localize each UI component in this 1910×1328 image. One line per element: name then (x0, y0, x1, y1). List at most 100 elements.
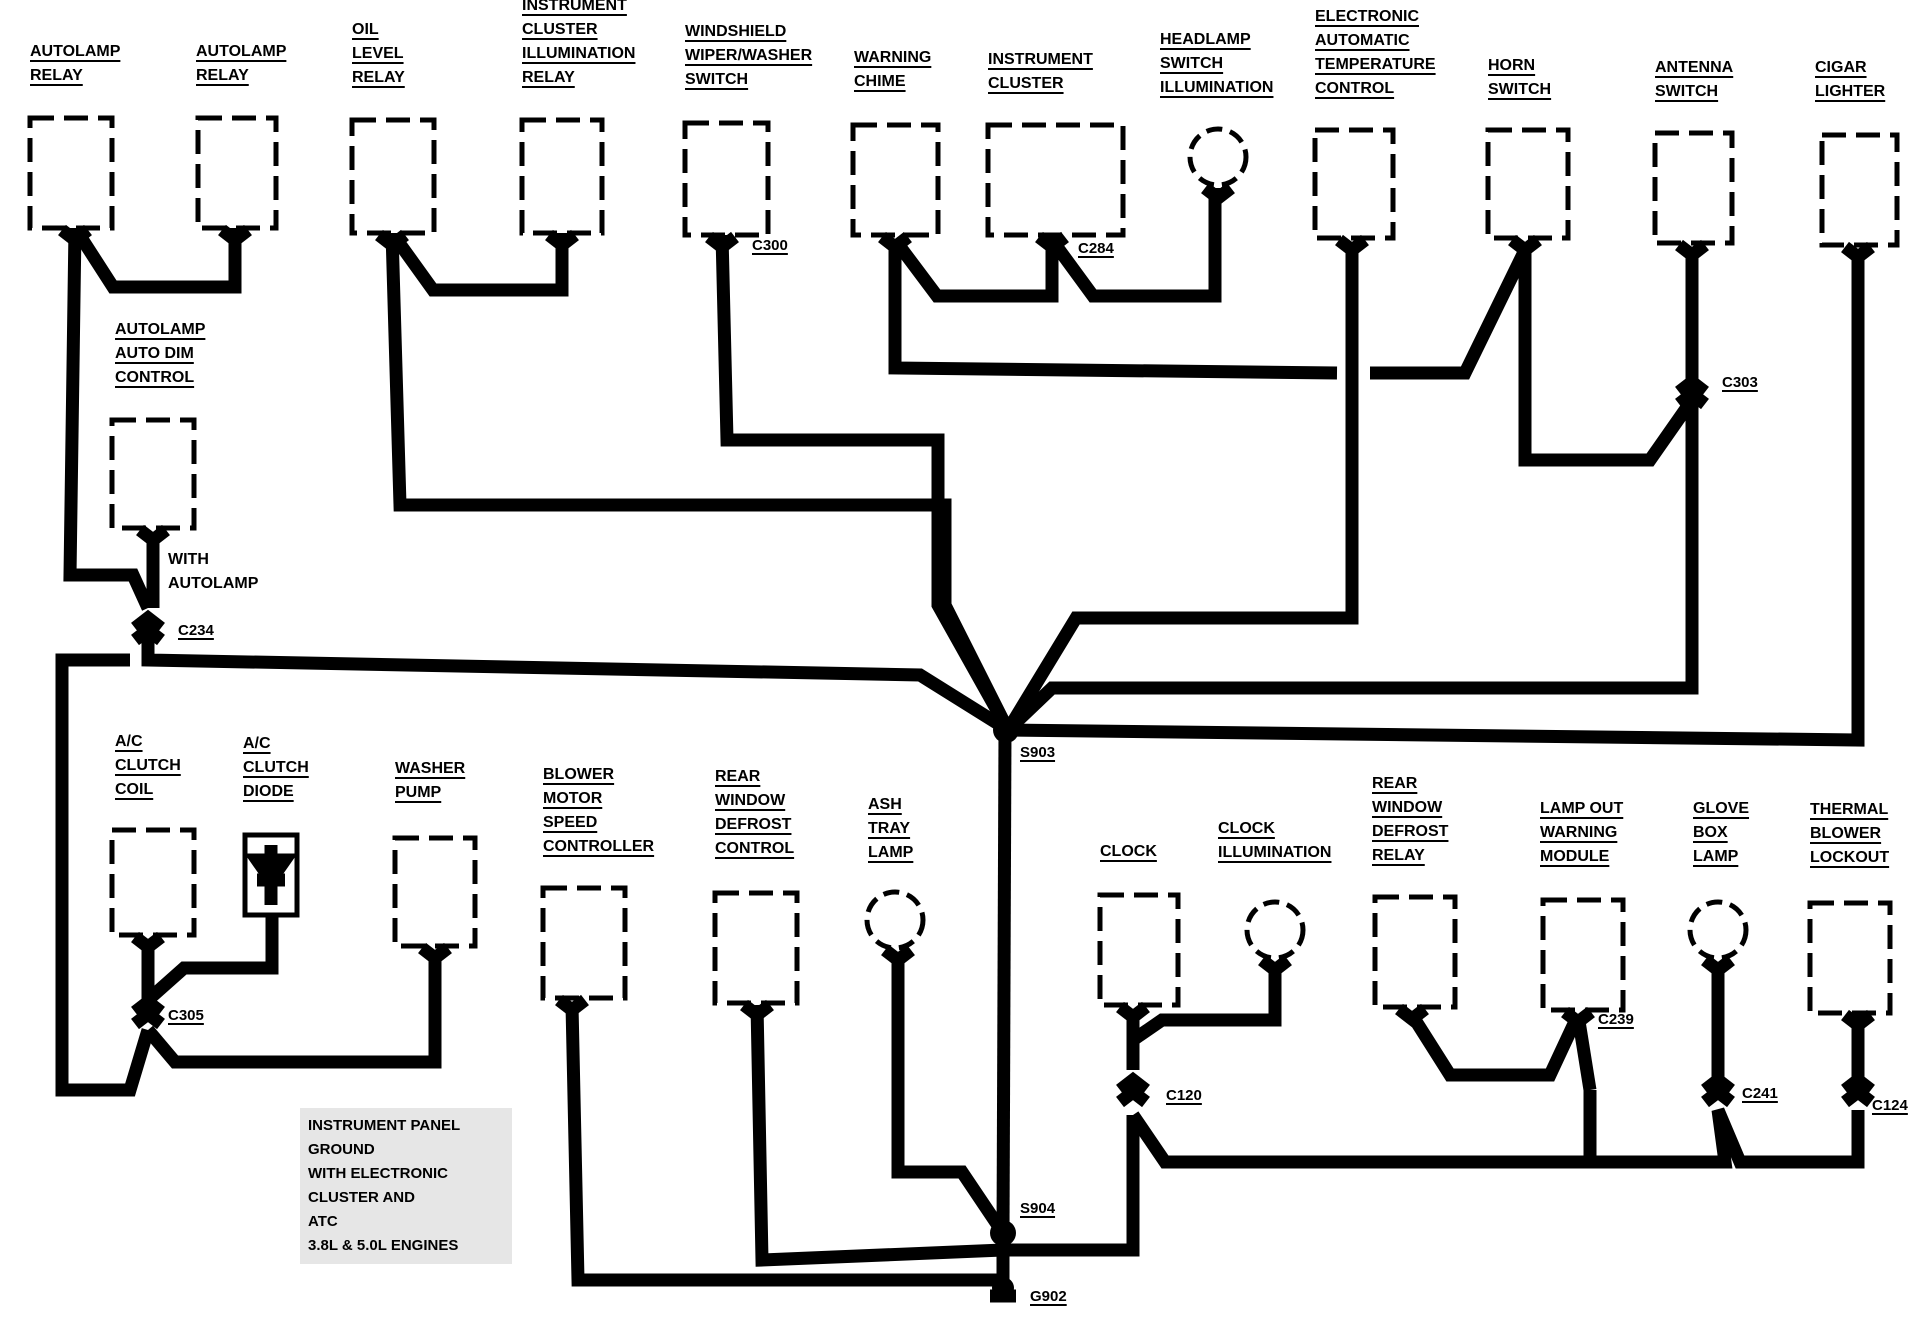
connector-label-c239: C239 (1598, 1011, 1634, 1028)
component-box-washer-pump (392, 835, 478, 949)
connector-c305-symbol (131, 993, 165, 1030)
component-box-thermal-lockout (1807, 900, 1893, 1016)
label-clock: CLOCK (1100, 843, 1157, 860)
component-box-autolamp-relay-1 (27, 115, 115, 231)
wire-diode-to-c305 (143, 910, 279, 1005)
pin-warning-chime (878, 231, 912, 256)
connector-c234-symbol (131, 609, 165, 646)
wire-left-bus (55, 653, 155, 1097)
wire-chime-to-horn (888, 240, 1338, 380)
wire-antenna-to-s903 (1003, 250, 1699, 735)
pin-ac-clutch-coil (131, 931, 165, 956)
wire-s903-to-s904 (996, 729, 1012, 1234)
connector-label-c234: C234 (178, 622, 214, 639)
connector-label-c124: C124 (1872, 1097, 1908, 1114)
connector-label-c284: C284 (1078, 240, 1114, 257)
pin-eatc (1335, 234, 1369, 259)
wire-c234-to-s903 (141, 638, 1012, 736)
component-box-instrument-cluster (985, 122, 1126, 238)
label-blower-controller: BLOWER MOTOR SPEED CONTROLLER (543, 766, 655, 855)
wire-autolamp-relay-down (63, 227, 154, 611)
label-ac-clutch-diode: A/C CLUTCH DIODE (243, 735, 309, 800)
component-box-eatc (1312, 127, 1396, 241)
pin-clock (1116, 1001, 1150, 1026)
component-box-auto-dim-control (109, 417, 197, 531)
wire-autolamp-relays-bridge (69, 224, 242, 294)
connector-c303-symbol (1675, 373, 1709, 410)
label-instrument-cluster: INSTRUMENT CLUSTER (988, 51, 1093, 92)
pin-washer-pump (418, 942, 452, 967)
pin-horn-switch (1508, 234, 1542, 259)
label-ash-tray-lamp: ASH TRAY LAMP (868, 796, 914, 861)
component-box-blower-controller (540, 885, 628, 1001)
pin-blower-controller (555, 994, 589, 1019)
component-circle-headlamp-illum (1187, 126, 1249, 188)
component-box-horn-switch (1485, 127, 1571, 241)
ground-label-g902: G902 (1030, 1288, 1067, 1305)
label-washer-pump: WASHER PUMP (395, 760, 466, 801)
pin-autolamp-relay-2 (218, 224, 252, 249)
splice-s903-dot (993, 717, 1019, 743)
label-antenna-switch: ANTENNA SWITCH (1655, 59, 1734, 100)
component-box-cluster-illum-relay (519, 117, 605, 236)
component-circle-ash-tray-lamp (864, 889, 926, 951)
wire-c305-to-washer (143, 950, 442, 1069)
wire-eatc-to-s903 (1002, 245, 1359, 734)
diagram-caption: INSTRUMENT PANEL GROUND WITH ELECTRONIC … (300, 1108, 512, 1264)
component-box-cigar-lighter (1819, 132, 1900, 248)
connector-c241-symbol (1701, 1071, 1735, 1108)
pin-headlamp-illum (1201, 182, 1235, 207)
label-clock-illum: CLOCK ILLUMINATION (1218, 820, 1332, 861)
pin-windshield-switch (705, 231, 739, 256)
label-rear-defrost-control: REAR WINDOW DEFROST CONTROL (715, 768, 795, 857)
wire-bus-right (1590, 1107, 1865, 1169)
pin-ash-tray-lamp (881, 944, 915, 969)
diode-symbol (244, 845, 298, 905)
label-auto-dim-control: AUTOLAMP AUTO DIM CONTROL (115, 321, 206, 386)
wire-oil-relay-to-s903 (385, 232, 1014, 733)
pin-autolamp-relay-1 (58, 224, 92, 249)
wire-c120-to-bus (1127, 1090, 1597, 1169)
label-rear-defrost-relay: REAR WINDOW DEFROST RELAY (1372, 775, 1449, 864)
wire-oil-relay-pair (386, 229, 569, 297)
label-ac-clutch-coil: A/C CLUTCH COIL (115, 733, 181, 798)
pin-cluster-illum-relay (545, 229, 579, 254)
wire-ash-tray (891, 960, 1009, 1237)
component-box-autolamp-relay-2 (195, 115, 279, 231)
connector-label-c120: C120 (1166, 1087, 1202, 1104)
wire-s904-to-clock-group (1003, 1115, 1140, 1257)
splice-label-s903: S903 (1020, 744, 1056, 761)
label-lamp-out-module: LAMP OUT WARNING MODULE (1540, 800, 1624, 865)
splice-s904-dot (990, 1220, 1016, 1246)
pin-rear-defrost-control (740, 999, 774, 1024)
component-circle-glove-box-lamp (1687, 899, 1749, 961)
label-eatc: ELECTRONIC AUTOMATIC TEMPERATURE CONTROL (1315, 8, 1436, 97)
connector-label-c241: C241 (1742, 1085, 1778, 1102)
label-cluster-illum-relay: INSTRUMENT CLUSTER ILLUMINATION RELAY (522, 0, 636, 86)
component-box-oil-level-relay (349, 117, 437, 236)
splice-label-s904: S904 (1020, 1200, 1056, 1217)
connector-label-c303: C303 (1722, 374, 1758, 391)
wire-horn-to-c303 (1518, 250, 1698, 467)
component-box-windshield-switch (682, 120, 771, 238)
label-headlamp-illum: HEADLAMP SWITCH ILLUMINATION (1160, 31, 1274, 96)
label-cigar-lighter: CIGAR LIGHTER (1815, 59, 1886, 100)
connector-label-c305: C305 (168, 1007, 204, 1024)
pin-antenna-switch (1675, 239, 1709, 264)
connector-c124-symbol (1841, 1071, 1875, 1108)
label-warning-chime: WARNING CHIME (854, 49, 932, 90)
component-box-antenna-switch (1652, 130, 1735, 246)
label-glove-box-lamp: GLOVE BOX LAMP (1693, 800, 1750, 865)
pin-cigar-lighter (1841, 241, 1875, 266)
label-oil-level-relay: OIL LEVEL RELAY (352, 21, 405, 86)
wire-blower-to-s904 (565, 1004, 1010, 1287)
component-box-rear-defrost-control (712, 890, 800, 1006)
label-horn-switch: HORN SWITCH (1488, 57, 1552, 98)
connector-label-c300: C300 (752, 237, 788, 254)
component-circle-clock-illum (1244, 899, 1306, 961)
pin-lamp-out-module (1561, 1006, 1595, 1031)
label-autolamp-relay-2: AUTOLAMP RELAY (196, 43, 287, 84)
note-with-autolamp: WITH AUTOLAMP (168, 551, 259, 592)
